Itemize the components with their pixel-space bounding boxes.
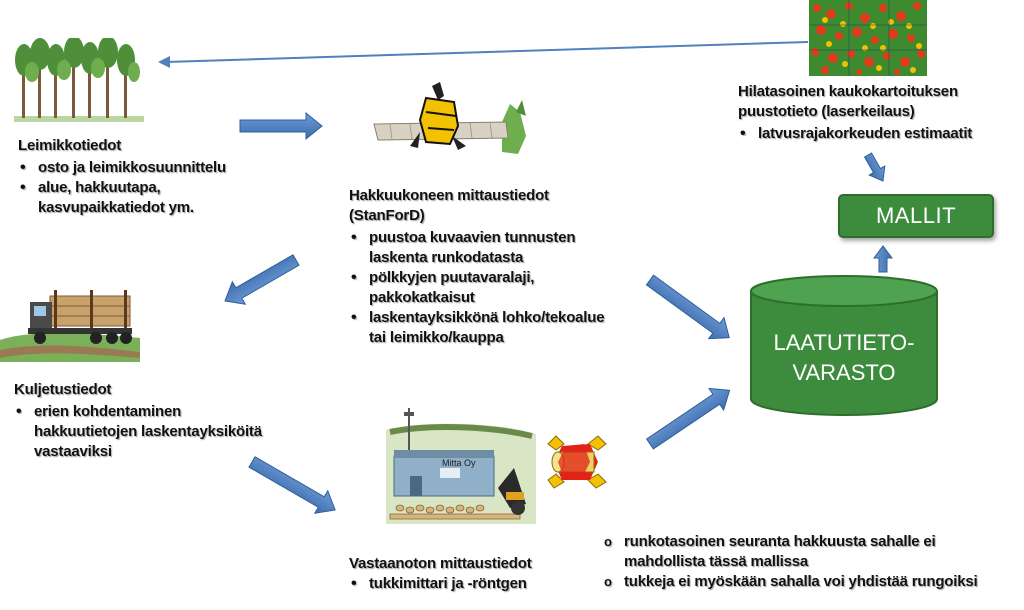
forest-icon xyxy=(14,38,144,122)
kuljetus-title: Kuljetustiedot xyxy=(14,381,112,398)
hilatasoinen-section: Hilatasoinen kaukokartoituksen puustotie… xyxy=(738,82,1018,144)
mallit-box: MALLIT xyxy=(838,194,994,238)
leimikko-section: Leimikkotiedot osto ja leimikkosuunnitte… xyxy=(18,136,278,218)
leimikko-item: osto ja leimikkosuunnittelu xyxy=(20,158,278,178)
laser-scan-map-icon xyxy=(809,0,927,76)
arrow-storage-to-mallit xyxy=(873,245,893,273)
log-xray-icon xyxy=(547,435,607,489)
quality-data-storage-cylinder xyxy=(750,275,938,416)
hilatasoinen-item: latvusrajakorkeuden estimaatit xyxy=(740,124,1018,144)
arrow-harvester-to-storage xyxy=(645,274,730,340)
log-truck-icon xyxy=(0,290,140,362)
varasto-line-1: LAATUTIETO- xyxy=(773,330,915,355)
hakkuukone-title: Hakkuukoneen mittaustiedot (StanForD) xyxy=(349,187,549,224)
arrow-harvester-to-transport xyxy=(224,254,300,305)
hilatasoinen-title: Hilatasoinen kaukokartoituksen puustotie… xyxy=(738,83,958,120)
arrow-transport-to-reception xyxy=(248,456,336,514)
mallit-label: MALLIT xyxy=(875,203,957,228)
kuljetus-list: erien kohdentaminen hakkuutietojen laske… xyxy=(14,402,314,462)
hakkuukone-section: Hakkuukoneen mittaustiedot (StanForD) pu… xyxy=(349,186,649,348)
leimikko-title: Leimikkotiedot xyxy=(18,137,122,154)
hakkuukone-item: puustoa kuvaavien tunnusten laskenta run… xyxy=(351,228,649,268)
varasto-label: LAATUTIETO- VARASTO xyxy=(751,328,937,388)
hakkuukone-item: pölkkyjen puutavaralaji, pakkokatkaisut xyxy=(351,268,649,308)
vastaanotto-list: tukkimittari ja -röntgen xyxy=(349,574,609,594)
measurement-station-icon: Mitta Oy xyxy=(386,408,536,524)
arrow-laser-to-mallit xyxy=(863,152,886,182)
thin-arrow-laser-to-forest xyxy=(158,41,809,68)
vastaanotto-item: tukkimittari ja -röntgen xyxy=(351,574,609,594)
station-sign: Mitta Oy xyxy=(442,458,476,468)
vastaanotto-section: Vastaanoton mittaustiedot tukkimittari j… xyxy=(349,554,609,594)
arrow-reception-to-storage xyxy=(645,387,731,450)
hakkuukone-item: laskentayksikkönä lohko/tekoalue tai lei… xyxy=(351,308,649,348)
note-item: runkotasoinen seuranta hakkuusta sahalle… xyxy=(604,532,1022,572)
notes-list: runkotasoinen seuranta hakkuusta sahalle… xyxy=(602,532,1022,592)
notes-section: runkotasoinen seuranta hakkuusta sahalle… xyxy=(602,532,1022,592)
leimikko-item: alue, hakkuutapa, kasvupaikkatiedot ym. xyxy=(20,178,278,218)
arrow-forest-to-harvester xyxy=(239,111,323,141)
hilatasoinen-list: latvusrajakorkeuden estimaatit xyxy=(738,124,1018,144)
hakkuukone-list: puustoa kuvaavien tunnusten laskenta run… xyxy=(349,228,649,348)
harvester-head-icon xyxy=(373,82,526,154)
kuljetus-item: erien kohdentaminen hakkuutietojen laske… xyxy=(16,402,314,462)
leimikko-list: osto ja leimikkosuunnittelu alue, hakkuu… xyxy=(18,158,278,218)
vastaanotto-title: Vastaanoton mittaustiedot xyxy=(349,555,532,572)
note-item: tukkeja ei myöskään sahalla voi yhdistää… xyxy=(604,572,1022,592)
varasto-line-2: VARASTO xyxy=(792,360,896,385)
kuljetus-section: Kuljetustiedot erien kohdentaminen hakku… xyxy=(14,380,314,462)
